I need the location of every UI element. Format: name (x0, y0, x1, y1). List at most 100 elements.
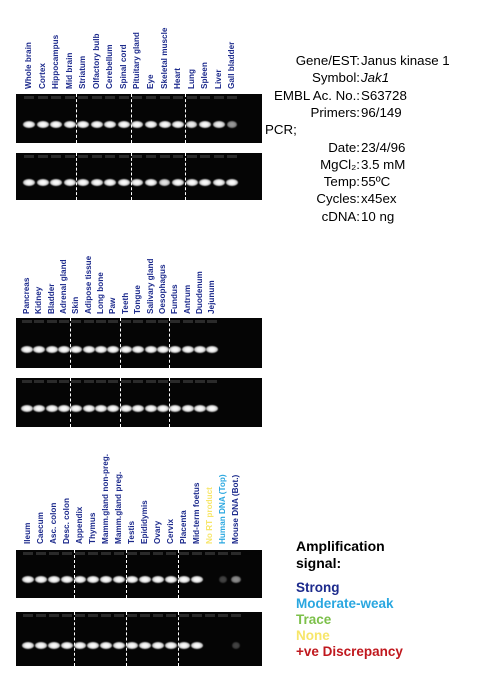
gel-well (192, 552, 202, 555)
gel-well (78, 155, 89, 158)
lane-label: Cortex (37, 63, 47, 89)
gel-image-top (16, 550, 262, 598)
gel-band (193, 345, 206, 353)
gel-band (232, 641, 240, 649)
gel-lane-divider (184, 153, 186, 200)
lane-label: Tongue (133, 285, 143, 314)
gel-band (23, 178, 35, 186)
gel-well (179, 614, 189, 617)
gel-band (113, 576, 125, 584)
gel-band (113, 641, 125, 649)
gel-band (36, 178, 49, 186)
lane-label: Antrum (182, 284, 192, 314)
gel-well (145, 320, 156, 323)
gel-band (58, 404, 71, 412)
gel-band (35, 641, 47, 649)
gel-image-bottom (16, 378, 262, 427)
gel-band (139, 576, 151, 584)
gel-well (75, 614, 85, 617)
lane-label: Appendix (75, 506, 84, 544)
gel-well (59, 320, 70, 323)
gel-band (185, 120, 198, 128)
gel-well (159, 155, 170, 158)
gel-band (131, 178, 144, 186)
gel-well (88, 614, 98, 617)
gel-band (212, 178, 225, 186)
gel-well (173, 155, 184, 158)
lane-group-divider (119, 239, 121, 314)
lane-label: Caecum (36, 512, 45, 544)
gel-well (62, 614, 72, 617)
gel-band (181, 404, 194, 412)
lane-label: Teeth (120, 292, 130, 314)
gel-well (59, 380, 70, 383)
gel-band (50, 178, 63, 186)
gel-image-bottom (16, 612, 262, 666)
lane-group-divider (76, 14, 78, 89)
gel-band (126, 576, 138, 584)
lane-label: Skeletal muscle (159, 27, 169, 89)
gel-well (132, 155, 143, 158)
info-key: MgCl₂: (320, 156, 360, 172)
gel-well (78, 96, 89, 99)
gel-well (46, 320, 57, 323)
gel-well (227, 155, 238, 158)
gel-well (186, 155, 197, 158)
gel-lane-divider (70, 318, 72, 368)
gel-band (21, 404, 33, 412)
lane-label: Mid-term foetus (192, 482, 201, 544)
lane-label: Spleen (200, 62, 210, 89)
lane-label: Long bone (96, 272, 106, 314)
gel-band (50, 120, 63, 128)
gel-band (117, 120, 130, 128)
gel-well (227, 96, 238, 99)
gel-band (21, 345, 33, 353)
gel-lane-divider (119, 378, 121, 427)
gel-band (107, 345, 120, 353)
lane-label: Cervix (166, 518, 175, 544)
gel-band (82, 345, 95, 353)
gel-well (118, 155, 129, 158)
lane-label: Human DNA (Top) (218, 474, 227, 544)
gel-band (33, 404, 46, 412)
gel-band (206, 404, 219, 412)
gel-well (182, 380, 193, 383)
gel-lane-divider (130, 94, 132, 143)
gel-well (36, 614, 46, 617)
gel-lane-divider (169, 318, 171, 368)
gel-band (61, 576, 73, 584)
gel-band (74, 576, 86, 584)
gel-band (119, 345, 132, 353)
gel-well (62, 552, 72, 555)
gel-lane-divider (119, 318, 121, 368)
gel-well (133, 380, 144, 383)
gel-band (90, 178, 103, 186)
gel-image-bottom (16, 153, 262, 200)
gel-band (199, 120, 212, 128)
info-value: S63728 (361, 87, 407, 103)
lane-group-divider (184, 14, 186, 89)
lane-label: Testis (127, 520, 136, 544)
gel-well (96, 380, 107, 383)
gel-band (48, 641, 60, 649)
gel-band (231, 576, 241, 584)
lane-label: Bladder (46, 283, 56, 314)
gel-band (169, 404, 182, 412)
lane-label: Lung (186, 68, 196, 89)
lane-label: Pituitary gland (132, 32, 142, 89)
info-key: Symbol: (311, 70, 360, 86)
gel-band (63, 178, 76, 186)
lane-label: No RT product (205, 487, 214, 544)
gel-lane-divider (76, 94, 78, 143)
gel-well (170, 380, 181, 383)
lane-label: Eye (145, 74, 155, 89)
gel-band (191, 641, 203, 649)
gel-band (87, 576, 99, 584)
gel-well (186, 96, 197, 99)
gel-well (145, 96, 156, 99)
gel-well (118, 96, 129, 99)
gel-well (36, 552, 46, 555)
gel-well (127, 552, 137, 555)
gel-well (231, 614, 241, 617)
gel-well (34, 380, 45, 383)
